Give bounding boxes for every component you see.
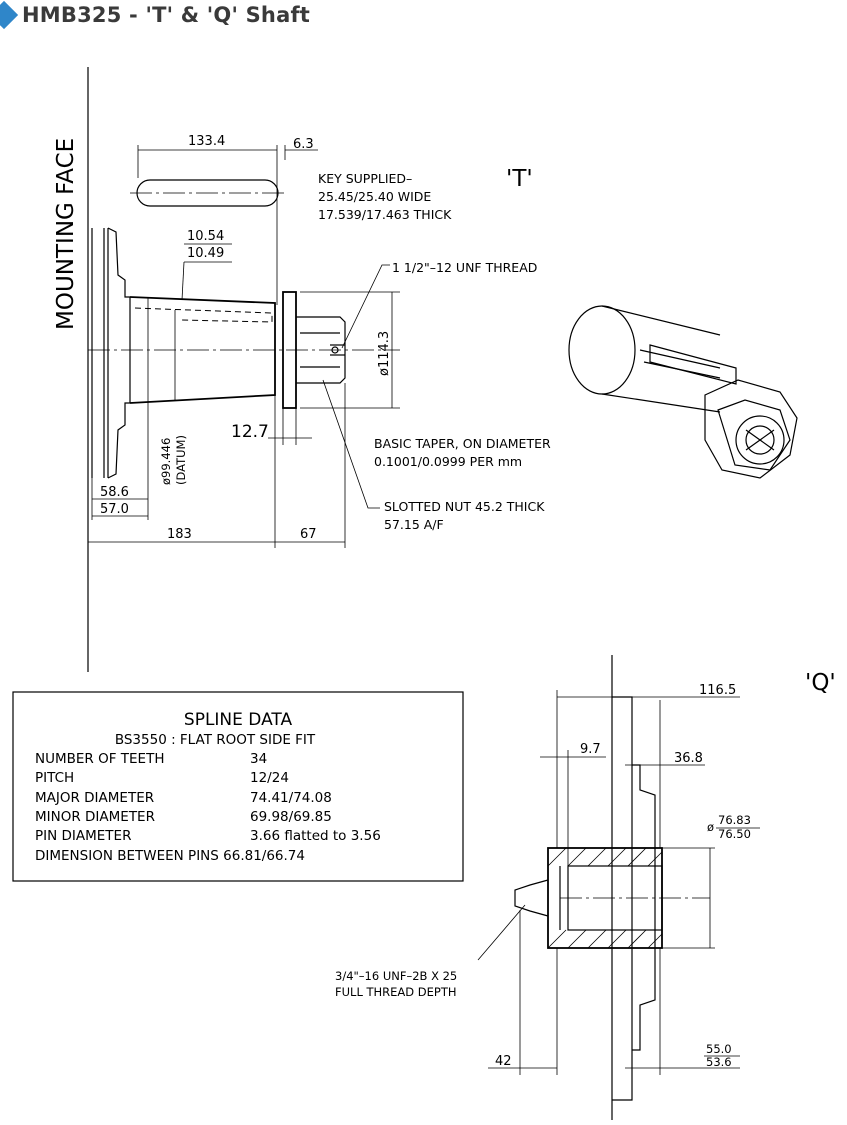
dim-datum: (DATUM) — [174, 435, 188, 485]
q-note-thread-2: FULL THREAD DEPTH — [335, 985, 457, 999]
flange-profile-bottom — [107, 402, 130, 479]
dim-length-67: 67 — [300, 527, 317, 542]
flange-profile-top — [107, 227, 130, 298]
dim-taper-b: 10.49 — [187, 246, 224, 261]
dim-length-183: 183 — [167, 527, 192, 542]
page-header: HMB325 - 'T' & 'Q' Shaft — [0, 0, 310, 30]
note-nut-2: 57.15 A/F — [384, 517, 444, 532]
note-thread: 1 1/2"–12 UNF THREAD — [392, 260, 537, 275]
q-note-thread-1: 3/4"–16 UNF–2B X 25 — [335, 969, 457, 983]
spline-row-value: 69.98/69.85 — [250, 809, 332, 825]
dim-key-offset: 6.3 — [293, 137, 314, 152]
q-dim-42: 42 — [495, 1054, 512, 1069]
note-key-thick: 17.539/17.463 THICK — [318, 207, 452, 222]
dim-datum-dia: ø99.446 — [159, 438, 173, 485]
t-view-label: 'T' — [506, 166, 533, 192]
t-shaft-drawing: MOUNTING FACE 133.4 6.3 KEY — [53, 67, 551, 672]
spline-box — [12, 691, 464, 882]
note-taper-2: 0.1001/0.0999 PER mm — [374, 454, 522, 469]
spline-row-label: MINOR DIAMETER — [35, 809, 155, 825]
thread-end — [331, 346, 339, 354]
note-nut-1: SLOTTED NUT 45.2 THICK — [384, 499, 545, 514]
note-taper-1: BASIC TAPER, ON DIAMETER — [374, 436, 551, 451]
q-dim-dia-bot: 76.50 — [718, 827, 751, 841]
dim-nut-gap: 12.7 — [231, 422, 269, 442]
key-shape — [136, 179, 279, 207]
slotted-nut — [296, 316, 346, 384]
spline-row-value: 3.66 flatted to 3.56 — [250, 828, 381, 844]
dim-taper-a: 10.54 — [187, 229, 224, 244]
spline-row-label: MAJOR DIAMETER — [35, 790, 154, 806]
spline-data-table: SPLINE DATA BS3550 : FLAT ROOT SIDE FIT … — [12, 691, 464, 882]
mounting-face-label: MOUNTING FACE — [53, 138, 79, 330]
q-dim-9: 9.7 — [580, 742, 601, 757]
keyway-hidden — [134, 307, 273, 323]
q-dim-116: 116.5 — [699, 683, 736, 698]
note-key-width: 25.45/25.40 WIDE — [318, 189, 431, 204]
dim-dia-114: ø114.3 — [377, 331, 392, 376]
spline-row-label: PIN DIAMETER — [35, 828, 131, 844]
q-dim-dia-sym: ø — [707, 820, 714, 834]
q-dim-55: 55.0 — [706, 1042, 732, 1056]
spline-row-label: NUMBER OF TEETH — [35, 751, 164, 767]
spline-row-value: 12/24 — [250, 770, 289, 786]
spline-row-value: 74.41/74.08 — [250, 790, 332, 806]
q-shaft-drawing: 'Q' 116.5 — [335, 655, 836, 1120]
q-dim-dia-top: 76.83 — [718, 813, 751, 827]
taper-outline — [129, 296, 276, 404]
hatching — [547, 847, 663, 949]
shaft-isometric-illustration — [568, 305, 798, 479]
q-dim-36: 36.8 — [674, 751, 703, 766]
spline-last-row: DIMENSION BETWEEN PINS 66.81/66.74 — [35, 848, 305, 864]
spline-title: SPLINE DATA — [184, 710, 293, 730]
dim-flange-b: 57.0 — [100, 502, 129, 517]
q-dim-53: 53.6 — [706, 1055, 732, 1069]
dim-key-length: 133.4 — [188, 134, 225, 149]
spline-subtitle: BS3550 : FLAT ROOT SIDE FIT — [115, 732, 316, 748]
spline-row-label: PITCH — [35, 770, 74, 786]
note-key-supplied: KEY SUPPLIED– — [318, 171, 412, 186]
q-view-label: 'Q' — [805, 670, 836, 696]
nut-washer — [282, 291, 297, 409]
page-title: HMB325 - 'T' & 'Q' Shaft — [22, 3, 311, 27]
spline-row-value: 34 — [250, 751, 267, 767]
dim-flange-a: 58.6 — [100, 485, 129, 500]
